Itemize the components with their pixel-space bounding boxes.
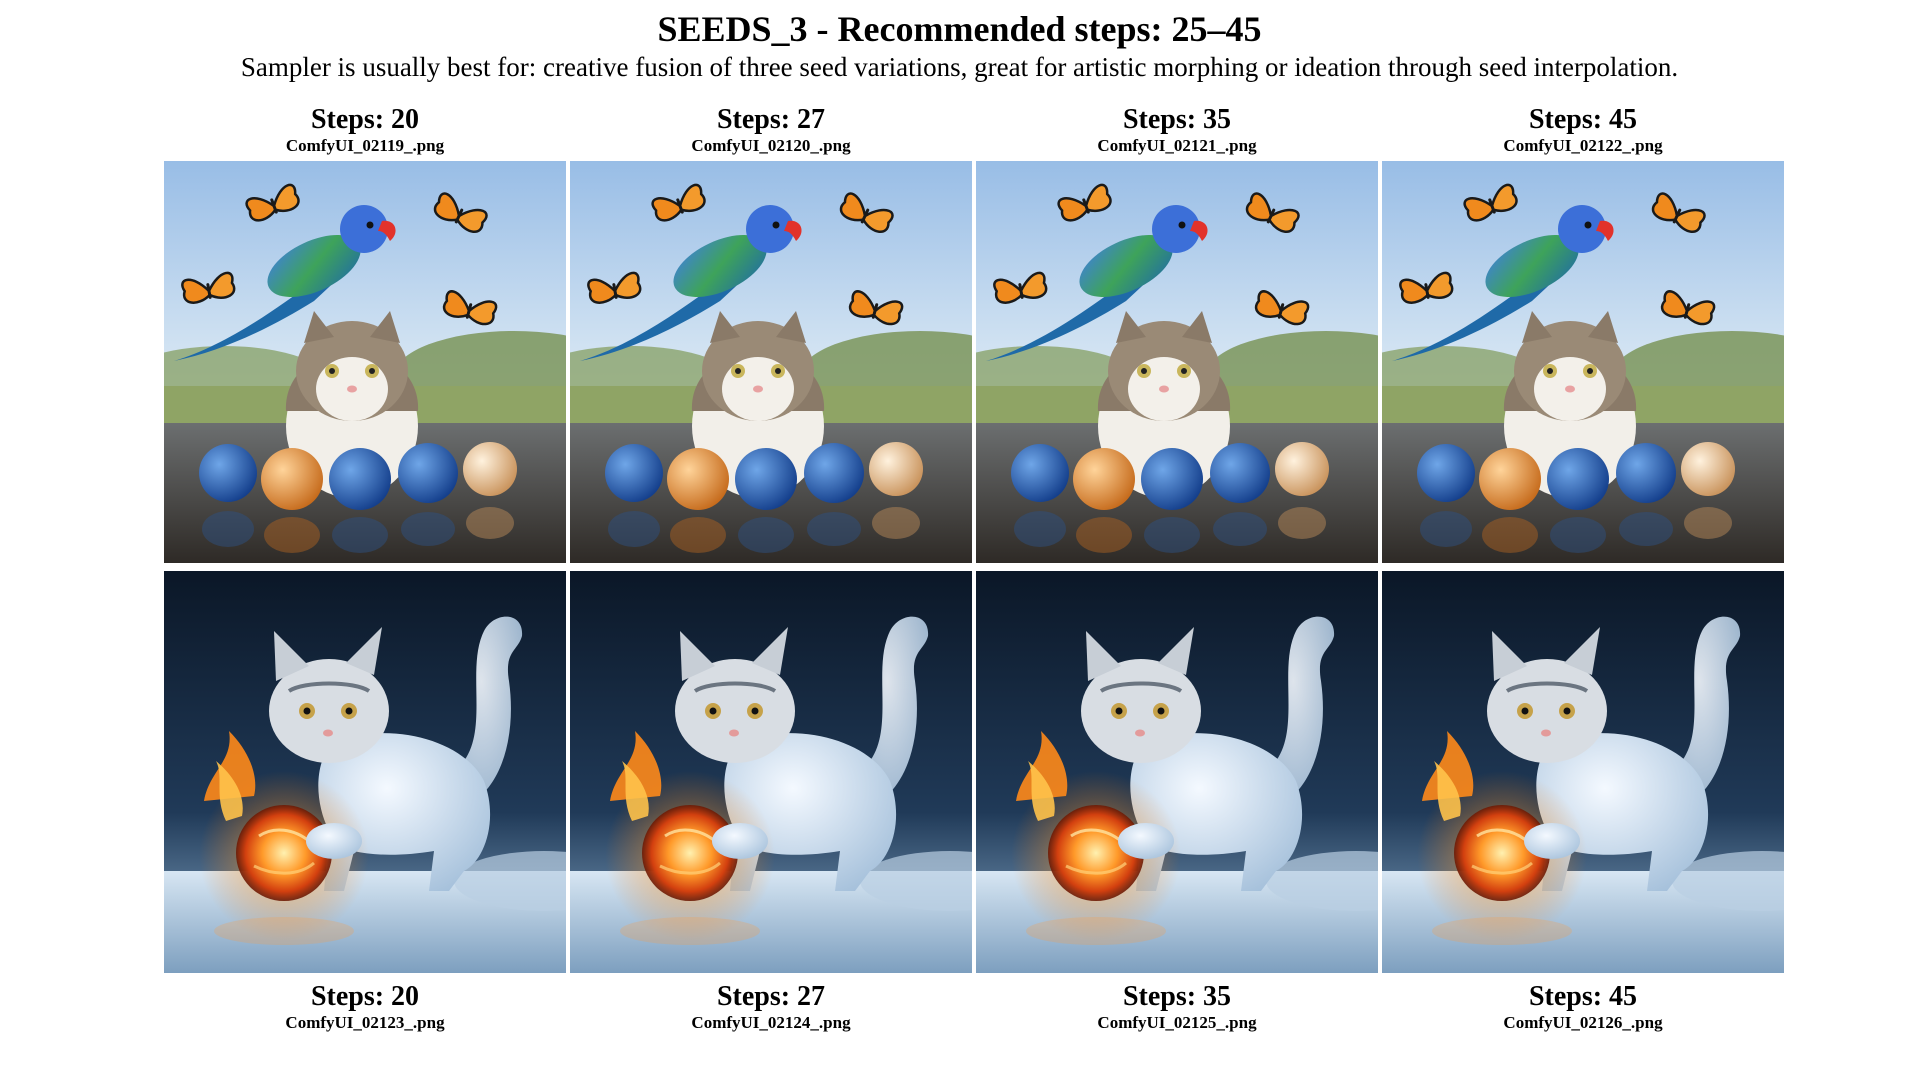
image-tile-ice-cat xyxy=(1382,571,1784,973)
file-name: ComfyUI_02125_.png xyxy=(1097,1013,1257,1032)
steps-label: Steps: 20 xyxy=(310,104,420,135)
image-tile-parrot-cat xyxy=(164,161,566,563)
image-tile-parrot-cat xyxy=(976,161,1378,563)
caption-bottom-1: Steps: 20 ComfyUI_02123_.png xyxy=(164,981,566,1033)
caption-bottom-3: Steps: 35 ComfyUI_02125_.png xyxy=(976,981,1378,1033)
caption-top-4: Steps: 45 ComfyUI_02122_.png xyxy=(1382,104,1784,156)
file-name: ComfyUI_02124_.png xyxy=(691,1013,851,1032)
steps-label: Steps: 35 xyxy=(1122,981,1232,1012)
page-title: SEEDS_3 - Recommended steps: 25–45 xyxy=(657,9,1262,49)
page-subtitle: Sampler is usually best for: creative fu… xyxy=(240,52,1679,82)
file-name: ComfyUI_02120_.png xyxy=(691,136,851,155)
file-name: ComfyUI_02123_.png xyxy=(285,1013,445,1032)
file-name: ComfyUI_02122_.png xyxy=(1503,136,1663,155)
image-tile-parrot-cat xyxy=(1382,161,1784,563)
image-tile-ice-cat xyxy=(976,571,1378,973)
file-name: ComfyUI_02126_.png xyxy=(1503,1013,1663,1032)
caption-top-3: Steps: 35 ComfyUI_02121_.png xyxy=(976,104,1378,156)
image-tile-parrot-cat xyxy=(570,161,972,563)
steps-label: Steps: 35 xyxy=(1122,104,1232,135)
image-tile-ice-cat xyxy=(570,571,972,973)
caption-bottom-4: Steps: 45 ComfyUI_02126_.png xyxy=(1382,981,1784,1033)
caption-bottom-2: Steps: 27 ComfyUI_02124_.png xyxy=(570,981,972,1033)
steps-label: Steps: 27 xyxy=(716,981,826,1012)
steps-label: Steps: 45 xyxy=(1528,981,1638,1012)
caption-top-2: Steps: 27 ComfyUI_02120_.png xyxy=(570,104,972,156)
file-name: ComfyUI_02119_.png xyxy=(285,136,445,155)
steps-label: Steps: 27 xyxy=(716,104,826,135)
steps-label: Steps: 20 xyxy=(310,981,420,1012)
image-tile-ice-cat xyxy=(164,571,566,973)
steps-label: Steps: 45 xyxy=(1528,104,1638,135)
file-name: ComfyUI_02121_.png xyxy=(1097,136,1257,155)
caption-top-1: Steps: 20 ComfyUI_02119_.png xyxy=(164,104,566,156)
